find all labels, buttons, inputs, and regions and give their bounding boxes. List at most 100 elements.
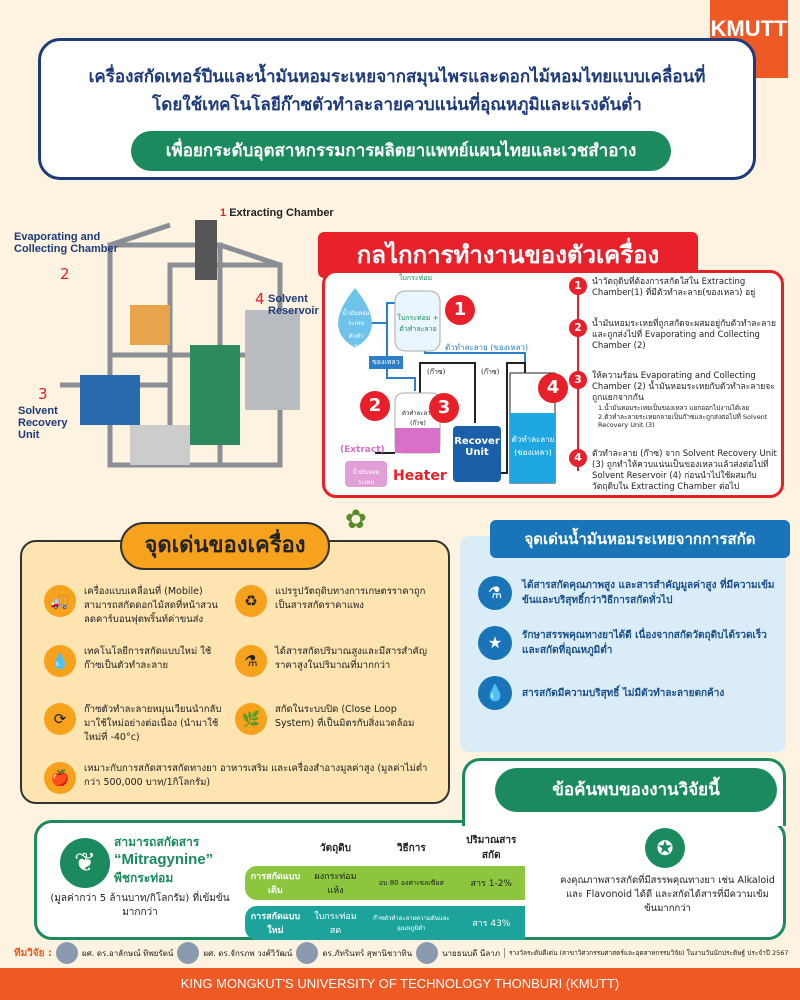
feature-item: 💧เทคโนโลยีการสกัดแบบใหม่ ใช้ก๊าซเป็นตัวท… xyxy=(44,645,224,677)
step-text: น้ำมันหอมระเหยที่ถูกสกัดจะผสมอยู่กับตัวท… xyxy=(592,318,777,351)
team-row: ทีมวิจัย : ผศ. ดร.อาลักษณ์ ทิพยรัตน์ ผศ.… xyxy=(14,942,794,964)
compound-name: “Mitragynine” xyxy=(114,851,214,868)
avatar xyxy=(177,942,200,964)
diagram-number-1: 1 xyxy=(445,295,475,325)
leaf-icon: ❦ xyxy=(60,838,110,888)
plant-name: พืชกระท่อม xyxy=(114,871,174,885)
findings-summary: คงคุณภาพสารสกัดที่มีสรรพคุณทางยา เช่น Al… xyxy=(560,875,775,914)
oil-panel xyxy=(460,536,786,752)
gas-label: (ก๊าซ) xyxy=(427,368,446,376)
findings-line1: สามารถสกัดสาร xyxy=(114,835,200,849)
feature-item: ⚗ ได้สารสกัดปริมาณสูงและมีสารสำคัญ ราคาสู… xyxy=(235,645,435,677)
solvent-liquid-label: ตัวทำละลาย (ของเหลว) xyxy=(445,343,529,352)
title-line-2: โดยใช้เทคโนโลยีก๊าซตัวทำละลายควบแน่นที่อ… xyxy=(152,95,642,115)
step-3: 3 ให้ความร้อน Evaporating and Collecting… xyxy=(569,371,781,430)
table-row: การสกัดแบบใหม่ใบกระท่อมสดก๊าซตัวทำละลายค… xyxy=(245,906,525,940)
comparison-table: วัตถุดิบ วิธีการ ปริมาณสารสกัด การสกัดแบบเ… xyxy=(245,830,525,940)
team-member: ผศ. ดร.จักรภพ วงศ์วิวัฒน์ xyxy=(203,948,293,958)
label-number: 3 xyxy=(38,385,48,403)
chamber2-label: ตัวทำละลาย (ก๊าซ) xyxy=(401,410,435,427)
step-text: ให้ความร้อน Evaporating and Collecting C… xyxy=(592,371,775,403)
feature-text: แปรรูปวัตถุดิบทางการเกษตรราคาถูก เป็นสาร… xyxy=(275,586,426,611)
table-row: การสกัดแบบเดิม ผงกระท่อมแห้ง อบ 80 องศาเซล… xyxy=(245,866,525,900)
machine-drawing xyxy=(60,220,300,468)
step-text: ตัวทำละลาย (ก๊าซ) จาก Solvent Recovery U… xyxy=(592,449,777,492)
step-1: 1 นำวัตถุดิบที่ต้องการสกัดใส่ใน Extractin… xyxy=(569,277,781,299)
label-extracting-chamber: Extracting Chamber xyxy=(229,207,334,219)
table-cell: ผงกระท่อมแห้ง xyxy=(314,872,357,896)
reservoir-label: ตัวทำละลาย (ของเหลว) xyxy=(511,435,555,457)
step-sub-2: 2.ตัวทำละลายระเหยกลายเป็นก๊าซและถูกส่งต่… xyxy=(598,412,768,430)
features-title: จุดเด่นของเครื่อง xyxy=(120,522,330,570)
hand-drop-icon: 💧 xyxy=(478,676,512,710)
flow-diagram: ใบกระท่อม ใบกระท่อม + ตัวทำละลาย น้ำมันห… xyxy=(325,273,568,495)
avatar xyxy=(56,942,78,964)
label-evaporating-chamber: Evaporating and Collecting Chamber xyxy=(14,231,118,255)
feature-text: เครื่องแบบเคลื่อนที่ (Mobile) สามารถสกัด… xyxy=(84,586,218,625)
feature-item: ⟳ก๊าซตัวทำละลายหมุนเวียนนำกลับมาใช้ใหม่อ… xyxy=(44,703,224,745)
team-member: ดร.ภัทรินทร์ สุพานิชวาทิน xyxy=(322,948,413,958)
team-label: ทีมวิจัย : xyxy=(14,947,52,959)
award-text: รางวัลระดับดีเด่น (สาขาวิศวกรรมศาสตร์และ… xyxy=(504,948,789,958)
mechanism-panel: ใบกระท่อม ใบกระท่อม + ตัวทำละลาย น้ำมันห… xyxy=(322,270,784,498)
feature-item: ♻ แปรรูปวัตถุดิบทางการเกษตรราคาถูก เป็นสา… xyxy=(235,585,435,617)
row-label: การสกัดแบบเดิม xyxy=(250,872,301,896)
products-icon: 🍎 xyxy=(44,762,76,794)
oil-text: ได้สารสกัดคุณภาพสูง และสารสำคัญมูลค่าสูง… xyxy=(522,580,775,606)
flask-icon: ⚗ xyxy=(235,645,267,677)
table-header: วิธีการ xyxy=(396,842,426,854)
diagram-number-2: 2 xyxy=(360,391,390,421)
label-1-group: 1 Extracting Chamber xyxy=(220,207,370,219)
water-drop-icon: 💧 xyxy=(44,645,76,677)
title-box: เครื่องสกัดเทอร์ปีนและน้ำมันหอมระเหยจากส… xyxy=(38,38,756,180)
table-cell: ใบกระท่อมสด xyxy=(314,912,357,936)
extract-sub-label: น้ำมันหอมระเหย xyxy=(352,469,380,486)
footer: KING MONGKUT'S UNIVERSITY OF TECHNOLOGY … xyxy=(0,968,800,1000)
step-number: 3 xyxy=(569,371,587,389)
label-solvent-reservoir: Solvent Reservoir xyxy=(268,293,319,317)
medal-icon: ★ xyxy=(478,626,512,660)
chamber1-label: ใบกระท่อม + ตัวทำละลาย xyxy=(397,314,439,333)
leaf-label: ใบกระท่อม xyxy=(399,274,433,282)
recover-unit: Recover Unit xyxy=(453,426,501,482)
row-label: การสกัดแบบใหม่ xyxy=(250,912,301,936)
oil-item: ★ รักษาสรรพคุณทางยาได้ดี เนื่องจากสกัดวัต… xyxy=(478,626,778,660)
team-member: นายธนบดี นีลาภ xyxy=(442,948,501,958)
award-star-icon: ✪ xyxy=(645,828,685,868)
avatar xyxy=(296,942,319,964)
findings-compound-block: สามารถสกัดสาร “Mitragynine” พืชกระท่อม xyxy=(114,834,236,886)
step-number: 2 xyxy=(569,318,587,337)
liquid-label: ของเหลว xyxy=(369,356,403,369)
diagram-number-3: 3 xyxy=(429,393,459,423)
heater-label: Heater xyxy=(393,468,447,484)
feature-text: เหมาะกับการสกัดสารสกัดทางยา อาหารเสริม แ… xyxy=(84,763,428,788)
recycle-crop-icon: ♻ xyxy=(235,585,267,617)
label-solvent-recovery: Solvent Recovery Unit xyxy=(18,405,68,441)
feature-text: ก๊าซตัวทำละลายหมุนเวียนนำกลับมาใช้ใหม่อย… xyxy=(84,704,222,743)
table-header: ปริมาณสารสกัด xyxy=(466,835,517,861)
label-number: 4 xyxy=(255,290,265,308)
title-line-1: เครื่องสกัดเทอร์ปีนและน้ำมันหอมระเหยจากส… xyxy=(88,67,706,87)
step-4: 4 ตัวทำละลาย (ก๊าซ) จาก Solvent Recovery … xyxy=(569,449,781,493)
logo-text: KMUTT xyxy=(710,16,788,41)
feature-item: 🍎 เหมาะกับการสกัดสารสกัดทางยา อาหารเสริม … xyxy=(44,762,439,794)
oil-item: 💧สารสกัดมีความบริสุทธิ์ ไม่มีตัวทำละลายต… xyxy=(478,676,778,710)
findings-title: ข้อค้นพบของงานวิจัยนี้ xyxy=(495,768,777,812)
feature-text: ได้สารสกัดปริมาณสูงและมีสารสำคัญ ราคาสูง… xyxy=(275,646,428,671)
flow-lines xyxy=(338,288,556,487)
oil-text: รักษาสรรพคุณทางยาได้ดี เนื่องจากสกัดวัตถ… xyxy=(522,630,767,656)
table-cell: อบ 80 องศาเซลเซียส xyxy=(378,878,444,887)
step-number: 4 xyxy=(569,449,587,467)
feature-item: 🚚เครื่องแบบเคลื่อนที่ (Mobile) สามารถสกั… xyxy=(44,585,224,627)
avatar xyxy=(416,942,439,964)
label-number: 2 xyxy=(60,265,70,283)
feature-item: 🌿สกัดในระบบปิด (Close Loop System) ที่เป… xyxy=(235,703,435,735)
table-header: วัตถุดิบ xyxy=(320,842,352,854)
step-number: 1 xyxy=(569,277,587,295)
gas-label-2: (ก๊าซ) xyxy=(481,368,500,376)
lab-flask-icon: ⚗ xyxy=(478,576,512,610)
oil-title: จุดเด่นน้ำมันหอมระเหยจากการสกัด xyxy=(490,520,790,558)
features-panel xyxy=(20,540,450,804)
step-text: นำวัตถุดิบที่ต้องการสกัดใส่ใน Extracting… xyxy=(592,277,756,298)
machine-illustration: 1 Extracting Chamber Evaporating and Col… xyxy=(14,205,334,505)
